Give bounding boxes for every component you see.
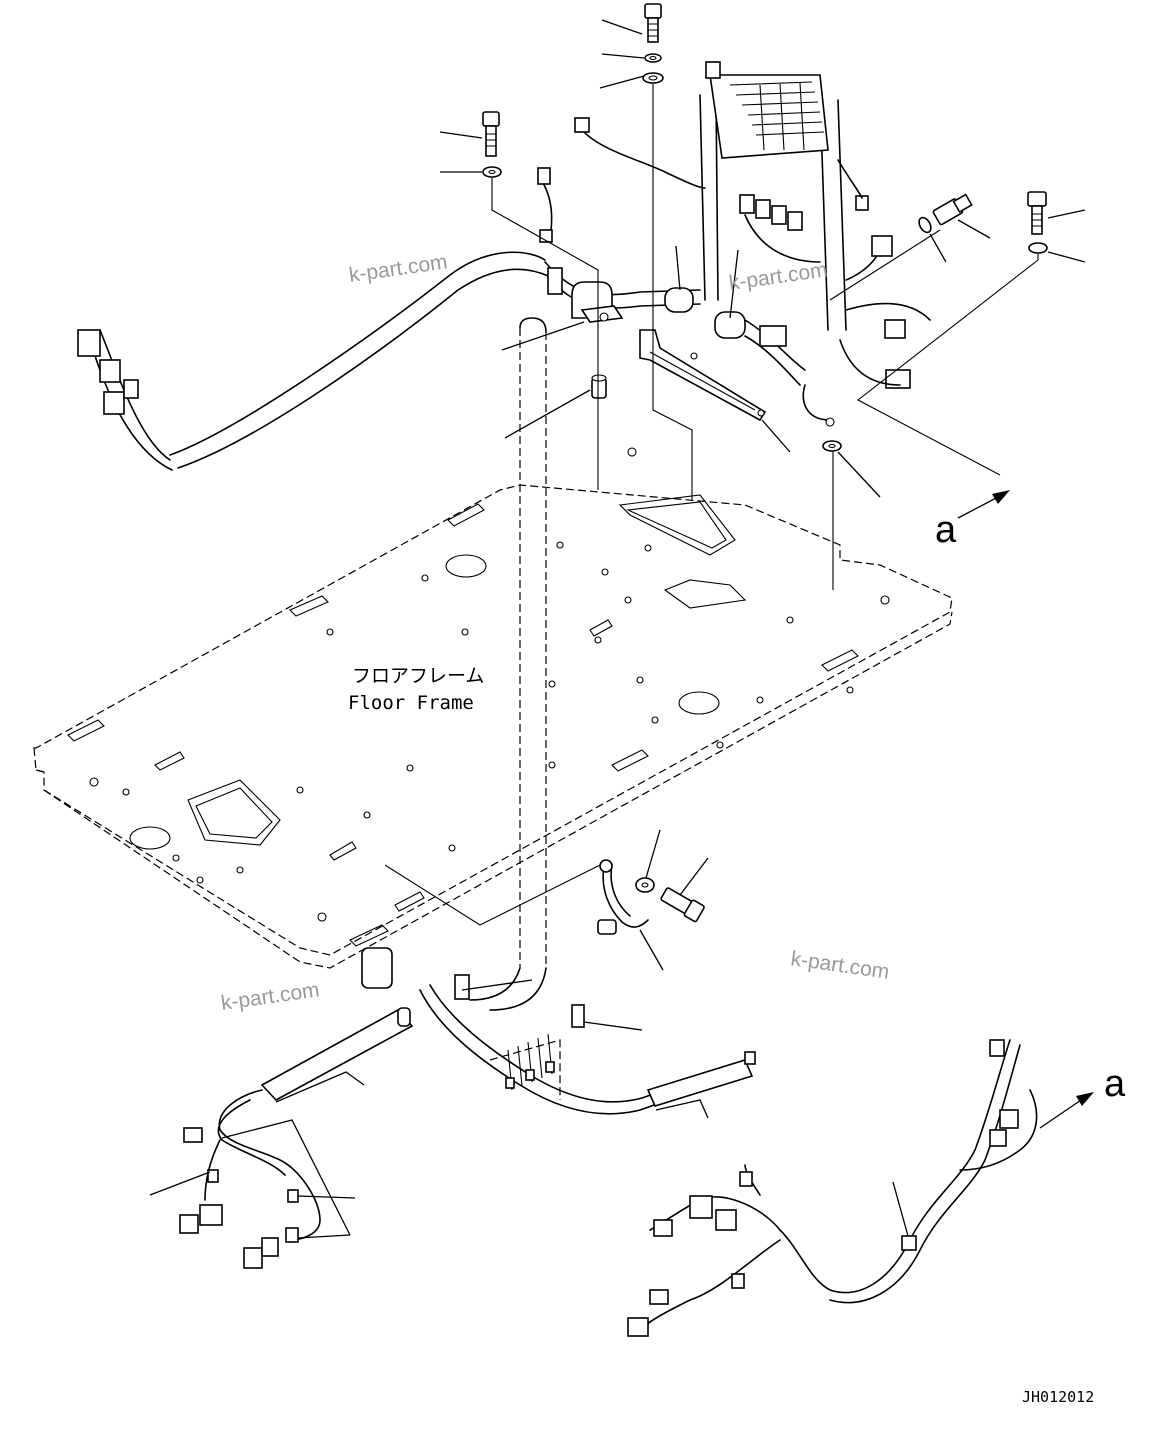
terminal xyxy=(525,1069,535,1081)
relay xyxy=(739,194,755,214)
floor-frame-label-jp: フロアフレーム xyxy=(352,665,484,687)
watermark: k-part.com xyxy=(789,947,890,984)
connector xyxy=(884,319,906,339)
harness-trunk xyxy=(361,317,547,1011)
connector xyxy=(715,1209,737,1231)
connector xyxy=(99,359,121,383)
protector-tube xyxy=(646,1059,754,1107)
leader-lines xyxy=(149,19,1086,1239)
connector xyxy=(547,267,563,295)
watermark: k-part.com xyxy=(219,978,320,1015)
view-arrow-top xyxy=(957,490,1010,519)
connector xyxy=(537,167,551,185)
tie xyxy=(287,1189,299,1203)
bolt xyxy=(482,111,500,157)
watermark: k-part.com xyxy=(347,250,448,287)
view-label-a-bottom: a xyxy=(1104,1063,1126,1105)
watermark: k-part.com xyxy=(727,258,828,295)
bolt xyxy=(660,887,705,923)
clip xyxy=(571,1004,585,1028)
connector xyxy=(885,369,911,389)
upper-left-harness xyxy=(77,117,706,471)
floor-frame-plate xyxy=(33,447,953,969)
connector xyxy=(739,1171,753,1187)
connector xyxy=(261,1237,279,1257)
connector xyxy=(871,235,893,257)
connector xyxy=(77,329,101,357)
sleeve xyxy=(664,287,694,313)
connector xyxy=(183,1127,203,1143)
connector xyxy=(653,1219,673,1237)
connector xyxy=(689,1195,713,1219)
relay xyxy=(787,211,803,231)
connector xyxy=(179,1214,199,1234)
clamp-bracket xyxy=(571,281,624,399)
bolt xyxy=(932,193,973,226)
bolt xyxy=(1027,191,1047,235)
floor-frame-label-en: Floor Frame xyxy=(348,692,474,714)
drawing-code: JH012012 xyxy=(1022,1388,1094,1406)
connector xyxy=(999,1109,1019,1129)
connector xyxy=(759,325,787,347)
grommet xyxy=(731,1273,745,1289)
tie xyxy=(207,1169,219,1183)
connector xyxy=(199,1204,223,1226)
connector xyxy=(705,61,721,79)
connector xyxy=(989,1039,1005,1057)
washer xyxy=(918,216,932,234)
ground-strap xyxy=(597,859,705,935)
connector xyxy=(989,1129,1007,1147)
connector xyxy=(627,1317,649,1337)
relay xyxy=(771,205,787,225)
fuse-box-harness xyxy=(664,61,931,427)
lower-harness xyxy=(179,974,756,1269)
bolt xyxy=(644,3,662,43)
bottom-right-harness xyxy=(627,1039,1038,1337)
connector xyxy=(123,379,139,399)
clip xyxy=(454,974,470,1000)
view-arrow-bottom xyxy=(1039,1092,1094,1129)
terminal xyxy=(505,1077,515,1089)
protector-tube xyxy=(260,1008,414,1101)
connector xyxy=(243,1247,263,1269)
terminal xyxy=(545,1061,555,1073)
connector xyxy=(103,391,125,415)
harness-bracket-plate xyxy=(639,329,767,422)
washer xyxy=(1028,242,1048,254)
center-lines xyxy=(384,84,1039,926)
tie xyxy=(285,1227,299,1243)
grommet-cover xyxy=(361,947,393,989)
sleeve xyxy=(714,311,746,339)
terminal xyxy=(597,919,617,935)
clamp xyxy=(397,1007,411,1027)
view-label-a-top: a xyxy=(935,509,957,551)
connector xyxy=(855,195,869,211)
relay xyxy=(755,199,771,219)
connector xyxy=(649,1289,669,1305)
tie xyxy=(901,1235,917,1251)
hardware-top xyxy=(482,3,1048,452)
connector xyxy=(744,1051,756,1065)
connector xyxy=(574,117,590,133)
